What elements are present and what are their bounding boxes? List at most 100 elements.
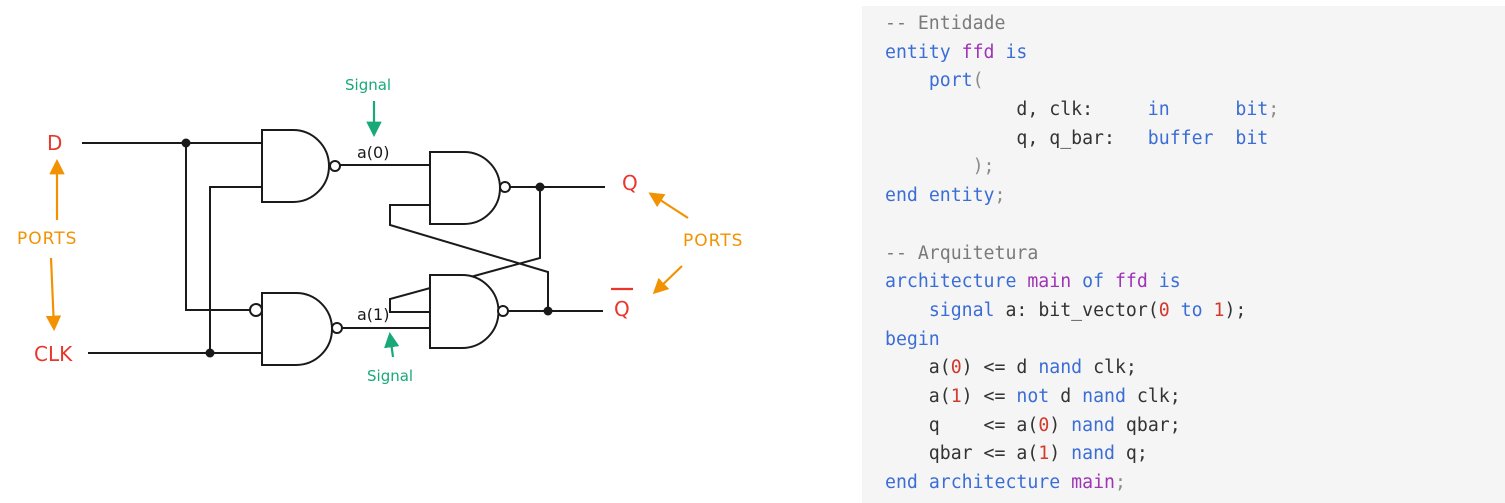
code-token-plain: [995, 42, 1006, 63]
junctions: [181, 138, 553, 358]
code-token-plain: [1214, 128, 1236, 149]
code-token-number: 0: [1158, 299, 1170, 321]
code-token-plain: a: bit_vector(: [994, 299, 1159, 321]
code-token-plain: qbar <= a(: [885, 443, 1039, 465]
code-line: begin: [885, 326, 1279, 355]
signal-label-bottom: Signal: [367, 367, 413, 385]
code-token-keyword: is: [1005, 41, 1028, 63]
nand-bubble-3: [499, 181, 511, 193]
code-token-number: 1: [1038, 443, 1050, 465]
wire-clk-vertical: [209, 186, 262, 353]
junction-dot: [543, 306, 553, 316]
code-token-plain: q, q_bar:: [885, 127, 1148, 149]
arrow-to-qbar: [652, 265, 683, 295]
code-token-keyword: begin: [885, 328, 940, 350]
code-line: end entity;: [885, 182, 1279, 211]
code-token-keyword: nand: [1038, 357, 1083, 379]
code-token-plain: clk;: [1082, 357, 1137, 379]
code-token-number: 0: [1038, 414, 1050, 436]
arrow-signal-bottom: [384, 331, 400, 358]
code-token-plain: q <= a(: [885, 414, 1039, 436]
code-token-keyword: bit: [1235, 99, 1269, 121]
code-token-plain: [1170, 99, 1236, 120]
nand-bubble-2: [331, 322, 343, 334]
junction-dot: [205, 348, 215, 358]
port-qbar-label: Q: [614, 297, 630, 321]
inverter-bubble: [249, 303, 263, 317]
port-clk-label: CLK: [34, 342, 73, 366]
junction-dot: [181, 138, 191, 148]
nand-gate-3: [429, 151, 501, 225]
code-token-plain: [1016, 271, 1027, 292]
junction-dot: [535, 182, 545, 192]
signal-a0-label: a(0): [357, 143, 389, 162]
code-line: qbar <= a(1) nand q;: [885, 440, 1279, 469]
code-token-keyword: is: [1158, 271, 1181, 293]
code-token-punct: ;: [1268, 99, 1280, 121]
code-token-plain: q;: [1114, 443, 1148, 465]
code-token-keyword: buffer: [1147, 127, 1214, 149]
code-line: signal a: bit_vector(0 to 1);: [885, 297, 1279, 326]
code-token-plain: ) <= d: [961, 357, 1039, 379]
code-line: a(1) <= not d nand clk;: [885, 383, 1279, 412]
code-token-plain: ): [1049, 443, 1072, 465]
code-line: -- Entidade: [885, 10, 1279, 39]
code-token-number: 0: [950, 357, 962, 379]
code-token-plain: qbar;: [1114, 414, 1181, 436]
code-token-plain: [1170, 300, 1181, 321]
code-token-plain: [1203, 300, 1214, 321]
vhdl-code-panel: -- Entidade entity ffd is port( d, clk: i…: [862, 6, 1505, 503]
code-token-plain: ) <=: [961, 385, 1017, 407]
code-token-keyword: end: [885, 185, 918, 207]
code-token-ident: main: [1071, 472, 1115, 493]
code-token-plain: [1071, 271, 1082, 292]
code-token-keyword: end: [885, 472, 918, 493]
code-token-plain: d, clk:: [885, 99, 1148, 121]
code-token-ident: ffd: [1114, 271, 1148, 293]
code-token-plain: [1060, 472, 1071, 493]
code-token-plain: [918, 472, 929, 493]
port-arrows: [45, 158, 689, 332]
code-token-keyword: nand: [1082, 385, 1126, 407]
code-token-plain: clk;: [1125, 385, 1181, 407]
arrow-to-clk: [45, 257, 62, 332]
code-token-plain: [885, 70, 929, 91]
code-line: q <= a(0) nand qbar;: [885, 412, 1279, 441]
circuit-svg: D CLK Q Q PORTS PORTS Signal Signal a(0)…: [17, 76, 743, 385]
code-token-keyword: to: [1180, 299, 1203, 321]
code-token-number: 1: [1213, 299, 1225, 321]
wire-qbar-feedback: [389, 204, 549, 311]
code-token-keyword: architecture: [885, 271, 1017, 293]
nand-gate-1: [261, 129, 330, 203]
nand-gate-2: [261, 292, 333, 366]
code-token-keyword: not: [1016, 385, 1050, 407]
code-token-punct: ;: [1114, 472, 1126, 493]
code-token-plain: [1104, 271, 1115, 292]
code-token-keyword: signal: [928, 299, 995, 321]
code-token-keyword: entity: [928, 185, 995, 207]
code-token-keyword: in: [1147, 99, 1170, 121]
signal-arrows: [366, 101, 400, 358]
code-token-keyword: of: [1082, 271, 1105, 293]
code-token-plain: [885, 156, 973, 177]
code-token-keyword: bit: [1235, 127, 1269, 149]
code-line: a(0) <= d nand clk;: [885, 354, 1279, 383]
code-token-plain: [1148, 271, 1159, 292]
code-line: port(: [885, 67, 1279, 96]
code-line: -- Arquitetura: [885, 240, 1279, 269]
code-token-comment: -- Entidade: [885, 13, 1006, 34]
code-line: architecture main of ffd is: [885, 268, 1279, 297]
ports-label-right: PORTS: [683, 231, 743, 251]
code-token-plain: );: [1224, 299, 1247, 321]
code-token-keyword: nand: [1071, 443, 1115, 465]
signal-a1-label: a(1): [357, 305, 389, 324]
code-token-number: 1: [950, 385, 962, 407]
code-token-punct: (: [972, 70, 984, 92]
code-token-keyword: architecture: [928, 472, 1061, 493]
nand-bubble-4: [497, 305, 509, 317]
code-line: entity ffd is: [885, 39, 1279, 68]
nand-gate-4: [429, 274, 500, 349]
ports-label-left: PORTS: [17, 229, 77, 249]
nand-bubble-1: [329, 160, 341, 172]
code-token-ident: ffd: [961, 41, 995, 63]
